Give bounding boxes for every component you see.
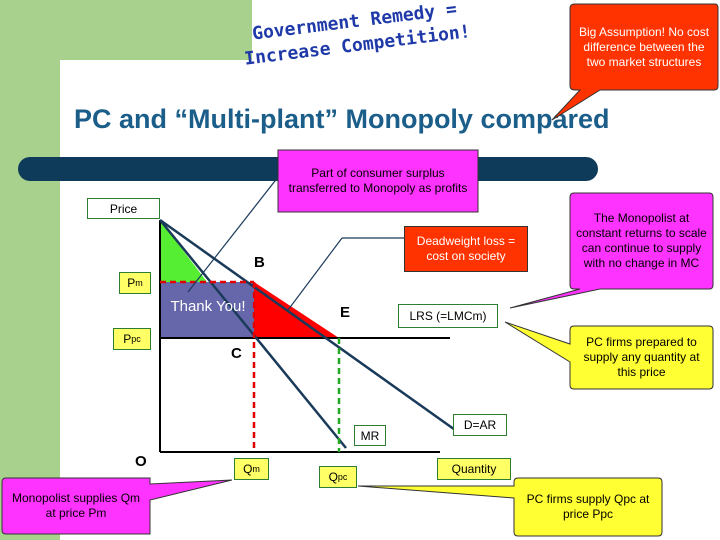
qm-label-main: Q <box>243 462 253 476</box>
consumer-surplus-pointer <box>187 171 283 293</box>
demand-curve <box>159 218 459 434</box>
big-assumption-text: Big Assumption! No cost difference betwe… <box>578 24 710 69</box>
demand-label: D=AR <box>453 414 507 436</box>
ppc-label-sub: pc <box>131 334 141 344</box>
monopolist-supplies-text: Monopolist supplies Qm at price Pm <box>11 491 141 520</box>
deadweight-loss-text: Deadweight loss = cost on society <box>416 234 516 263</box>
origin-label: O <box>135 453 147 470</box>
deadweight-pointer-2 <box>287 237 343 311</box>
ppc-label-main: P <box>123 332 132 346</box>
constant-returns-callout-shape <box>509 192 714 309</box>
pm-label-main: P <box>127 276 136 290</box>
deadweight-loss-box: Deadweight loss = cost on society <box>404 226 528 272</box>
lrs-label: LRS (=LMCm) <box>398 304 498 328</box>
point-e-label: E <box>340 304 351 321</box>
consumer-surplus-callout-shape <box>277 149 479 213</box>
monopoly-profit-area <box>160 282 254 338</box>
pm-label-sub: m <box>135 278 143 288</box>
deadweight-loss-area <box>254 282 339 338</box>
price-axis-label: Price <box>87 198 160 219</box>
point-b-label: B <box>254 254 265 271</box>
point-c-label: C <box>231 345 242 362</box>
qpc-label-main: Q <box>328 470 338 484</box>
pc-supply-callout-shape <box>357 477 663 537</box>
thank-you-text: Thank You! <box>170 298 246 315</box>
big-assumption-callout-shape <box>551 3 719 121</box>
consumer-surplus-text: Part of consumer surplus transferred to … <box>288 166 468 195</box>
mr-label: MR <box>354 425 386 446</box>
background-green-strip <box>0 0 60 540</box>
qm-label-sub: m <box>252 464 260 474</box>
pc-supply-any-text: PC firms prepared to supply any quantity… <box>583 335 700 379</box>
pc-supply-any-callout-shape <box>504 321 714 390</box>
page-title: PC and “Multi-plant” Monopoly compared <box>74 104 610 134</box>
constant-returns-text: The Monopolist at constant returns to sc… <box>576 211 707 270</box>
pc-supply-text: PC firms supply Qpc at price Ppc <box>526 492 650 521</box>
quantity-axis-label: Quantity <box>437 458 511 480</box>
background-green-top <box>0 0 252 60</box>
qpc-label-sub: pc <box>337 472 348 482</box>
monopolist-supplies-callout-shape <box>1 477 233 535</box>
